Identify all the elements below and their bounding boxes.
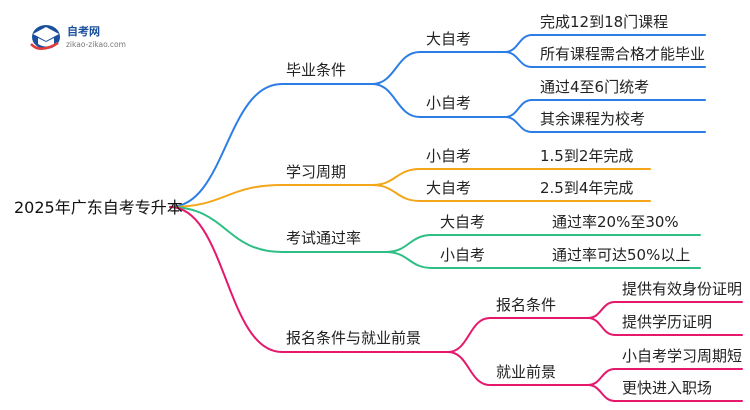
leaf-connector [504, 34, 533, 53]
subtopic-connector [371, 51, 421, 85]
leaf-node: 提供学历证明 [622, 313, 712, 331]
leaf-connector [587, 317, 616, 336]
subtopic-connector [371, 184, 421, 202]
connector-lines [169, 34, 743, 402]
leaf-node: 通过率20%至30% [552, 213, 679, 231]
leaf-connector [587, 384, 616, 402]
subtopic-connector [385, 234, 433, 253]
branch-connector [169, 184, 283, 208]
logo-url: zikao-zikao.com [66, 40, 126, 49]
leaf-connector [504, 51, 533, 68]
leaf-node: 通过率可达50%以上 [552, 246, 690, 264]
topic-pass-rate: 考试通过率 [286, 229, 361, 247]
subtopic-connector [447, 317, 491, 353]
leaf-node: 通过4至6门统考 [540, 78, 649, 96]
subtopic-xiao-zikao: 小自考 [440, 246, 485, 264]
leaf-node: 所有课程需合格才能毕业 [540, 45, 705, 63]
subtopic-connector [371, 83, 421, 118]
branch-connector [169, 206, 283, 353]
subtopic-da-zikao: 大自考 [426, 30, 471, 48]
subtopic-da-zikao: 大自考 [440, 213, 485, 231]
subtopic-xiao-zikao: 小自考 [426, 147, 471, 165]
logo: 自考网 zikao-zikao.com [30, 24, 126, 50]
subtopic-career-prospects: 就业前景 [496, 363, 556, 381]
leaf-node: 其余课程为校考 [540, 110, 645, 128]
subtopic-enrollment-conditions: 报名条件 [496, 296, 556, 314]
logo-name: 自考网 [67, 24, 100, 38]
branch-connector [169, 83, 283, 208]
root-topic: 2025年广东自考专升本 [14, 198, 183, 217]
graduation-cap-icon [30, 25, 60, 50]
subtopic-connector [371, 168, 421, 186]
leaf-connector [587, 368, 616, 386]
leaf-node: 更快进入职场 [622, 379, 712, 397]
leaf-node: 提供有效身份证明 [622, 280, 742, 298]
subtopic-xiao-zikao: 小自考 [426, 94, 471, 112]
subtopic-connector [447, 351, 491, 386]
topic-study-period: 学习周期 [286, 163, 346, 181]
topic-graduation-requirements: 毕业条件 [286, 61, 346, 79]
leaf-node: 1.5到2年完成 [540, 147, 633, 165]
subtopic-da-zikao: 大自考 [426, 179, 471, 197]
leaf-node: 2.5到4年完成 [540, 179, 633, 197]
leaf-node: 完成12到18门课程 [540, 13, 668, 31]
leaf-connector [587, 301, 616, 319]
leaf-node: 小自考学习周期短 [622, 347, 742, 365]
leaf-connector [504, 99, 533, 118]
subtopic-connector [385, 251, 433, 269]
leaf-connector [504, 116, 533, 133]
topic-enrollment-and-career: 报名条件与就业前景 [286, 329, 421, 347]
branch-connector [169, 206, 283, 253]
